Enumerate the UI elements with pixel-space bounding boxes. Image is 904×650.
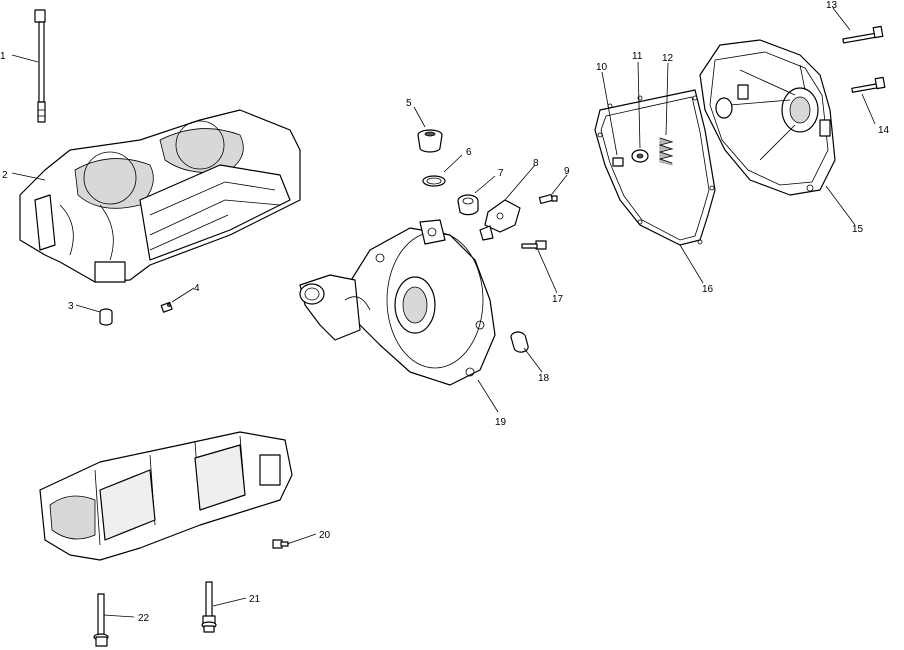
callout-10: 10 xyxy=(596,62,608,73)
part-16-gasket xyxy=(594,89,716,246)
part-5-cap xyxy=(417,129,443,153)
part-4-small-plug xyxy=(160,301,173,313)
part-6-o-ring xyxy=(422,175,446,187)
part-8-bracket xyxy=(479,199,521,241)
part-12-spring xyxy=(658,137,674,166)
callout-12: 12 xyxy=(662,53,674,64)
callout-18: 18 xyxy=(538,373,550,384)
part-11-washer xyxy=(631,149,649,163)
callout-2: 2 xyxy=(2,170,8,181)
part-19-front-cover xyxy=(299,219,496,386)
callout-13: 13 xyxy=(826,0,838,11)
part-22-bolt xyxy=(93,593,109,647)
callout-3: 3 xyxy=(68,301,74,312)
leader-lines xyxy=(11,7,876,618)
part-7-bushing xyxy=(457,194,479,216)
callout-17: 17 xyxy=(552,294,564,305)
part-17-bolt xyxy=(521,240,547,250)
part-9-screw xyxy=(538,193,558,205)
part-21-bolt xyxy=(201,581,217,633)
callout-15: 15 xyxy=(852,224,864,235)
part-2-upper-crankcase xyxy=(19,109,301,283)
callout-22: 22 xyxy=(138,613,150,624)
callout-11: 11 xyxy=(632,51,643,62)
callout-7: 7 xyxy=(498,168,504,179)
callout-19: 19 xyxy=(495,417,507,428)
callout-14: 14 xyxy=(878,125,890,136)
lower-crankcase xyxy=(39,431,293,561)
callout-5: 5 xyxy=(406,98,412,109)
part-20-small-bolt xyxy=(272,539,289,549)
part-15-rear-housing xyxy=(699,39,836,196)
callout-9: 9 xyxy=(564,166,570,177)
callout-20: 20 xyxy=(319,530,331,541)
callout-16: 16 xyxy=(702,284,714,295)
callout-4: 4 xyxy=(194,283,200,294)
callout-6: 6 xyxy=(466,147,472,158)
part-18-bushing xyxy=(510,331,529,353)
part-13-bolt xyxy=(842,25,884,44)
part-1-long-stud xyxy=(34,9,46,123)
callout-21: 21 xyxy=(249,594,261,605)
part-14-bolt xyxy=(851,76,886,93)
callout-8: 8 xyxy=(533,158,539,169)
callout-labels: 1 2 3 4 5 6 7 8 9 10 11 12 13 14 15 16 1… xyxy=(0,0,890,624)
callout-1: 1 xyxy=(0,51,6,62)
part-10-nut xyxy=(612,157,624,167)
part-3-dowel xyxy=(99,308,113,326)
